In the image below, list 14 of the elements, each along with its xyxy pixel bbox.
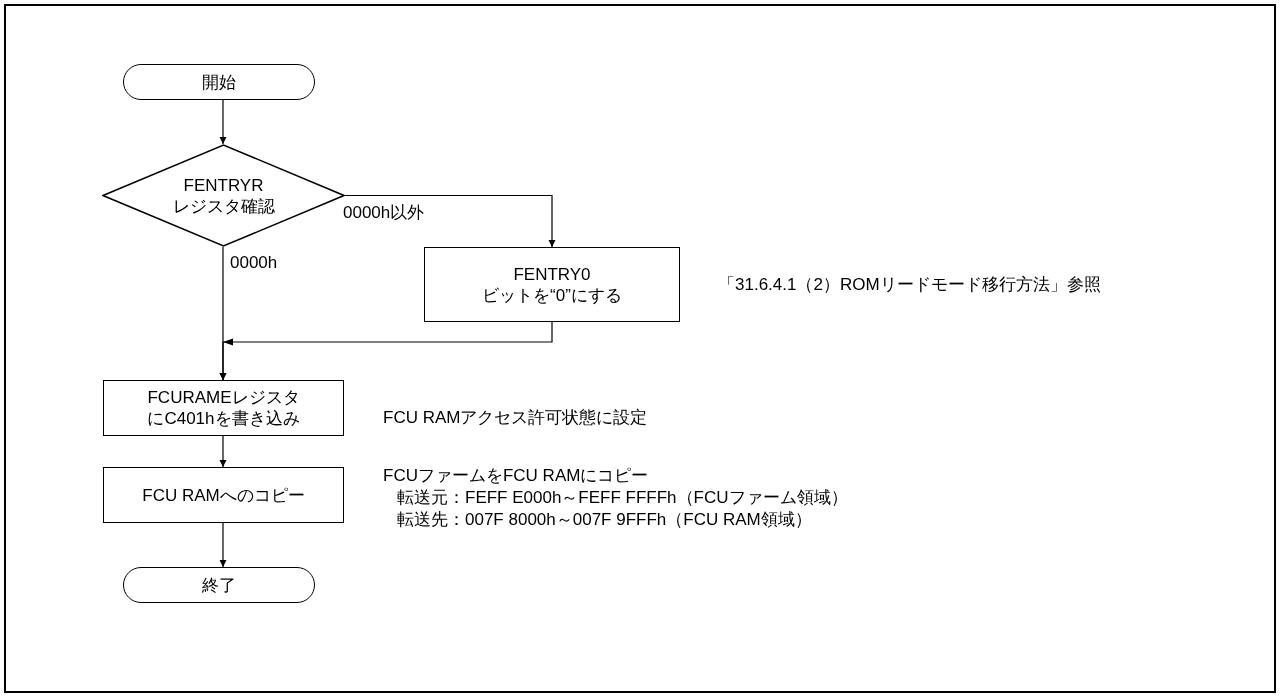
arrow [219,522,227,568]
arrow [219,435,227,468]
process-box: FCU RAMへのコピー [103,467,344,523]
note-text: 転送先：007F 8000h～007F 9FFFh（FCU RAM領域） [397,510,812,530]
process-box: FENTRY0 ビットを“0”にする [424,247,680,322]
arrow [219,99,227,145]
note-text: FCUファームをFCU RAMにコピー [383,466,649,486]
note-text: 転送元：FEFF E000h～FEFF FFFFh（FCUファーム領域） [397,488,848,508]
note-text: FCU RAMアクセス許可状態に設定 [383,408,648,428]
arrow [344,194,556,248]
note-text: 「31.6.4.1（2）ROMリードモード移行方法」参照 [718,275,1101,295]
edge-label: 0000h以外 [343,203,425,223]
process-box: FCURAMEレジスタにC401hを書き込み [103,380,344,436]
arrow [219,246,227,381]
